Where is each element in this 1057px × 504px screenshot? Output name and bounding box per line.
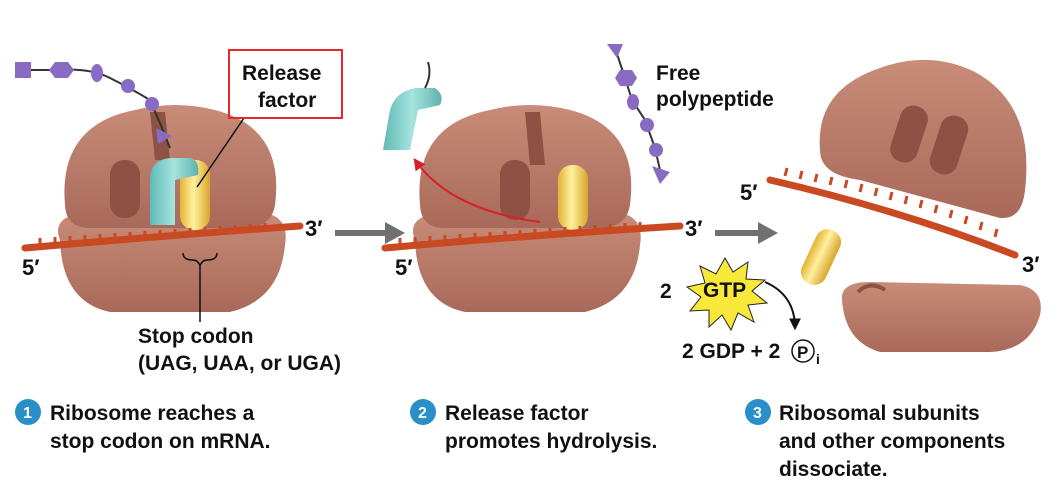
gtp-label: GTP: [703, 279, 746, 302]
step-description-line1: Release factor: [445, 402, 589, 425]
starburst-icon: [685, 256, 769, 332]
polypeptide-residue: [121, 79, 135, 93]
step-description-line3: dissociate.: [779, 458, 888, 481]
step-number: 1: [23, 405, 32, 422]
release-factor: [150, 158, 199, 225]
trna: [558, 165, 588, 230]
step-number: 3: [753, 405, 762, 422]
subunit-pocket: [929, 115, 969, 175]
panel-1: Release factor 5′ 3′ Stop codon (UAG, UA…: [15, 49, 343, 375]
release-path-arrow: [413, 158, 541, 223]
step-description-line2: and other components: [779, 430, 1005, 453]
mrna-strand: [766, 176, 1019, 259]
release-factor-highlight-box: [228, 49, 343, 119]
step-caption-2: 2 Release factor promotes hydrolysis.: [410, 399, 657, 453]
panel-3: 5′ 3′: [740, 59, 1041, 352]
phosphate-subscript: i: [816, 351, 820, 367]
mrna-bases: [783, 167, 999, 238]
free-polypeptide-label-line1: Free: [656, 62, 700, 85]
phosphate-symbol: P: [797, 343, 808, 362]
polypeptide-residue: [607, 44, 623, 58]
e-site: [110, 160, 140, 218]
step-description-line2: stop codon on mRNA.: [50, 430, 270, 453]
release-factor-pointer-line: [196, 117, 245, 188]
step-description-line1: Ribosome reaches a: [50, 402, 255, 425]
phosphate-circle-icon: [791, 339, 815, 363]
trna-released: [800, 229, 842, 285]
e-site: [500, 160, 530, 220]
polypeptide-residue: [145, 97, 159, 111]
exit-tunnel: [525, 112, 545, 165]
polypeptide-residue: [49, 62, 74, 78]
gtp-hydrolysis: 2 GTP 2 GDP + 2 P i: [660, 256, 820, 367]
free-polypeptide-label-line2: polypeptide: [656, 88, 774, 111]
circle-number-icon: [745, 399, 771, 425]
ribosome-small-subunit: [413, 212, 641, 312]
three-prime-label: 3′: [305, 216, 323, 241]
release-factor-label-line1: Release: [242, 62, 321, 85]
polypeptide-residue: [156, 128, 172, 144]
panel-2: Free polypeptide 5′ 3′: [381, 44, 774, 312]
polypeptide-residue: [640, 118, 654, 132]
five-prime-label: 5′: [395, 255, 413, 280]
polypeptide-residue: [652, 166, 670, 184]
ribosome-large-subunit: [819, 59, 1027, 219]
release-factor-tail: [424, 61, 431, 89]
step-caption-1: 1 Ribosome reaches a stop codon on mRNA.: [15, 399, 270, 453]
three-prime-label: 3′: [1022, 252, 1040, 277]
five-prime-label: 5′: [740, 180, 758, 205]
stop-codon-label-line2: (UAG, UAA, or UGA): [138, 352, 341, 375]
step-description-line2: promotes hydrolysis.: [445, 430, 657, 453]
polypeptide-residue: [615, 70, 637, 86]
hydrolysis-arrow: [764, 281, 801, 331]
mrna-bases: [38, 223, 267, 246]
subunit-notch: [856, 283, 887, 294]
mrna-bases: [398, 222, 642, 246]
trna: [180, 160, 210, 230]
polypeptide-residue: [627, 94, 639, 110]
gtp-count: 2: [660, 280, 672, 303]
polypeptide-residue: [649, 143, 663, 157]
subunit-pocket: [890, 105, 928, 163]
polypeptide-residue: [15, 62, 31, 78]
step-number: 2: [418, 405, 427, 422]
release-factor-departing: [383, 88, 442, 150]
step-description-line1: Ribosomal subunits: [779, 402, 980, 425]
process-arrow-2: [715, 222, 778, 244]
process-arrow-1: [335, 222, 405, 244]
five-prime-label: 5′: [22, 255, 40, 280]
release-factor-label-line2: factor: [258, 89, 316, 112]
three-prime-label: 3′: [685, 216, 703, 241]
circle-number-icon: [15, 399, 41, 425]
gdp-products-label: 2 GDP + 2: [682, 340, 780, 363]
circle-number-icon: [410, 399, 436, 425]
stop-codon-label-line1: Stop codon: [138, 325, 253, 348]
ribosome-small-subunit: [841, 282, 1041, 352]
polypeptide-residue: [91, 64, 103, 82]
step-caption-3: 3 Ribosomal subunits and other component…: [745, 399, 1005, 481]
